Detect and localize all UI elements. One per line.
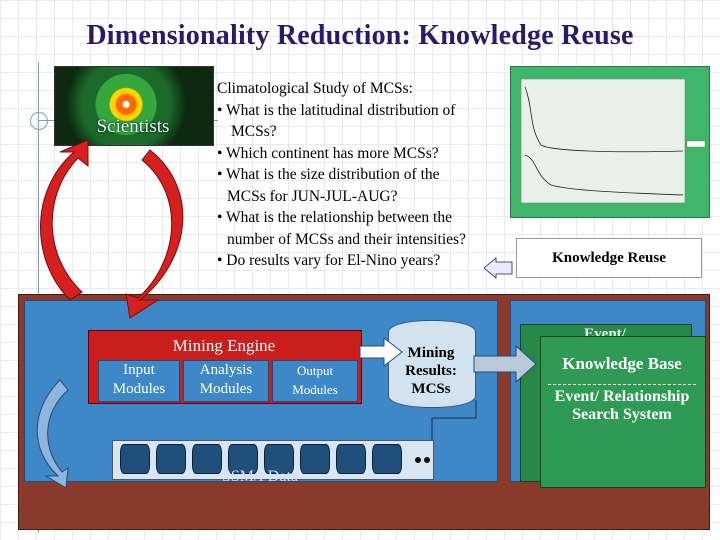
plot-curve-upper (524, 86, 684, 153)
result-plot-graphic (520, 78, 706, 204)
plot-frame (520, 78, 686, 204)
question-item: • What is the latitudinal distribution o… (217, 101, 456, 119)
scientists-label: Scientists (96, 116, 170, 137)
database-icon (192, 444, 222, 474)
analysis-modules-box: Analysis Modules (183, 360, 269, 402)
question-item: • Do results vary for El-Nino years? (217, 252, 441, 269)
mining-engine-title: Mining Engine (172, 336, 276, 355)
database-icon (156, 444, 186, 474)
database-icon (336, 444, 366, 474)
satellite-image (54, 66, 214, 146)
question-item: MCSs for JUN-JUL-AUG? (227, 187, 398, 205)
questions-list: Climatological Study of MCSs: • What is … (217, 78, 517, 272)
database-icon (228, 444, 258, 474)
up-cycle-arrow (125, 149, 184, 319)
mining-results-label: Mining Results: MCSs (405, 345, 457, 397)
input-loop-arrow (36, 379, 69, 489)
knowledge-base-divider (548, 384, 696, 385)
knowledge-reuse-arrow (483, 257, 513, 279)
decor-crosshair-circle (30, 112, 48, 130)
question-item: MCSs? (231, 123, 277, 140)
plot-legend-swatch (686, 140, 706, 148)
ssmi-data-label: SSM/I Data (222, 468, 298, 485)
question-item: • Which continent has more MCSs? (217, 144, 439, 162)
results-to-knowledge-base-arrow (473, 344, 537, 384)
output-modules-box: Output Modules (272, 360, 358, 402)
connector-line (431, 400, 477, 440)
question-item: • What is the relationship between the (217, 209, 452, 226)
connector-dot (415, 457, 421, 463)
result-plot-thumbnail (510, 66, 710, 218)
database-icon (120, 444, 150, 474)
question-item: number of MCSs and their intensities? (227, 230, 466, 248)
mining-results-cylinder (388, 320, 476, 408)
engine-to-results-arrow (359, 336, 403, 368)
database-icon (372, 444, 402, 474)
database-icon (300, 444, 330, 474)
questions-heading: Climatological Study of MCSs: (217, 80, 413, 97)
connector-dot (424, 457, 430, 463)
down-cycle-arrow (40, 139, 89, 301)
plot-curve-lower (524, 154, 684, 196)
search-system-label: Event/ Relationship Search System (554, 388, 690, 423)
database-icon (264, 444, 294, 474)
knowledge-base-box (540, 336, 706, 488)
knowledge-reuse-box: Knowledge Reuse (516, 238, 702, 278)
knowledge-base-title: Knowledge Base (562, 354, 682, 373)
question-item: • What is the size distribution of the (217, 166, 440, 183)
page-title: Dimensionality Reduction: Knowledge Reus… (86, 20, 634, 51)
input-modules-box: Input Modules (98, 360, 180, 402)
